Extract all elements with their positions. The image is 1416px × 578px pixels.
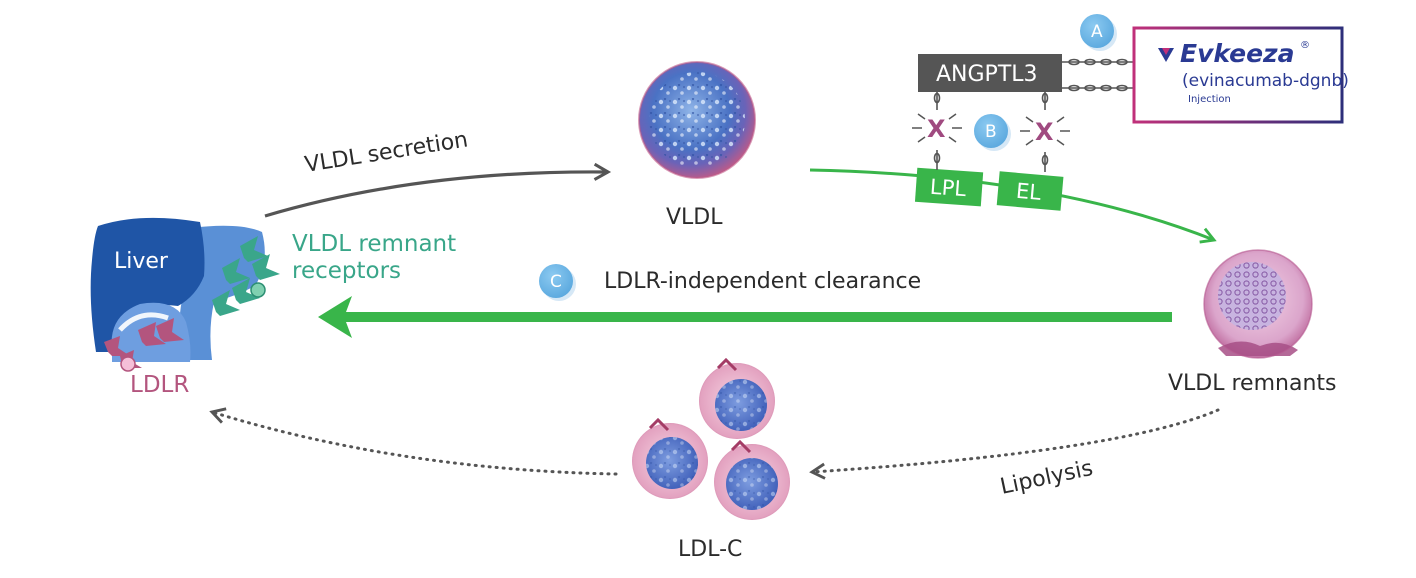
badge-c: C <box>539 264 576 301</box>
ldl-c-particle-right <box>714 439 790 520</box>
vldl-particle <box>638 61 756 179</box>
evkeeza-dosage-form: Injection <box>1188 94 1231 105</box>
ldl-c-particle-left <box>632 417 708 499</box>
vldl-label: VLDL <box>666 205 723 230</box>
svg-text:X: X <box>1035 118 1054 146</box>
lipolysis-arrow <box>809 408 1220 480</box>
lpl-label: LPL <box>929 175 967 201</box>
evkeeza-registered-mark: ® <box>1300 40 1310 51</box>
vldl-remnant-receptors-label-line1: VLDL remnant <box>292 231 456 257</box>
lpl-inhibition-mark: X <box>912 113 962 143</box>
evkeeza-brand-name: Evkeeza <box>1180 39 1294 68</box>
angptl3-to-lpl-chain <box>933 90 941 170</box>
el-label: EL <box>1015 179 1042 205</box>
ldlr-independent-clearance-label: LDLR-independent clearance <box>604 269 921 294</box>
vldl-remnant-receptors-label-line2: receptors <box>292 258 401 284</box>
evkeeza-generic-name: (evinacumab-dgnb) <box>1182 71 1349 91</box>
lipolysis-label: Lipolysis <box>998 456 1095 500</box>
vldl-secretion-arrow <box>264 162 612 218</box>
angptl3-to-evkeeza-chain <box>1062 58 1134 92</box>
evkeeza-logo-icon <box>1158 48 1174 62</box>
vldl-remnants-label: VLDL remnants <box>1168 371 1336 396</box>
svg-text:B: B <box>985 122 997 142</box>
ldl-bound-particle <box>120 356 136 372</box>
ldlr-label: LDLR <box>130 372 189 398</box>
vldl-remnant-bound-particle <box>250 282 266 298</box>
evkeeza-logo-box: Evkeeza ® (evinacumab-dgnb) Injection <box>1132 26 1349 124</box>
angptl3-label: ANGPTL3 <box>936 62 1038 87</box>
ldl-c-particle-top <box>699 357 775 439</box>
ldlr-independent-clearance-arrow <box>318 296 1172 338</box>
lpl-enzyme-box: LPL <box>914 167 984 207</box>
liver-label: Liver <box>114 249 169 274</box>
svg-text:A: A <box>1091 22 1103 42</box>
vldl-remnant-receptor-icons <box>212 236 280 316</box>
liver-organ <box>90 217 265 362</box>
svg-text:X: X <box>927 115 946 143</box>
angptl3-box: ANGPTL3 <box>918 54 1062 92</box>
svg-text:C: C <box>550 272 562 292</box>
ldl-c-label: LDL-C <box>678 537 742 562</box>
vldl-remnant-particle <box>1203 249 1313 359</box>
badge-b: B <box>974 114 1011 151</box>
badge-a: A <box>1080 14 1117 51</box>
vldl-secretion-label: VLDL secretion <box>303 127 470 177</box>
angptl3-to-el-chain <box>1041 90 1049 172</box>
el-inhibition-mark: X <box>1020 116 1070 146</box>
ldl-c-to-ldlr-arrow <box>209 407 618 476</box>
el-enzyme-box: EL <box>996 171 1064 211</box>
